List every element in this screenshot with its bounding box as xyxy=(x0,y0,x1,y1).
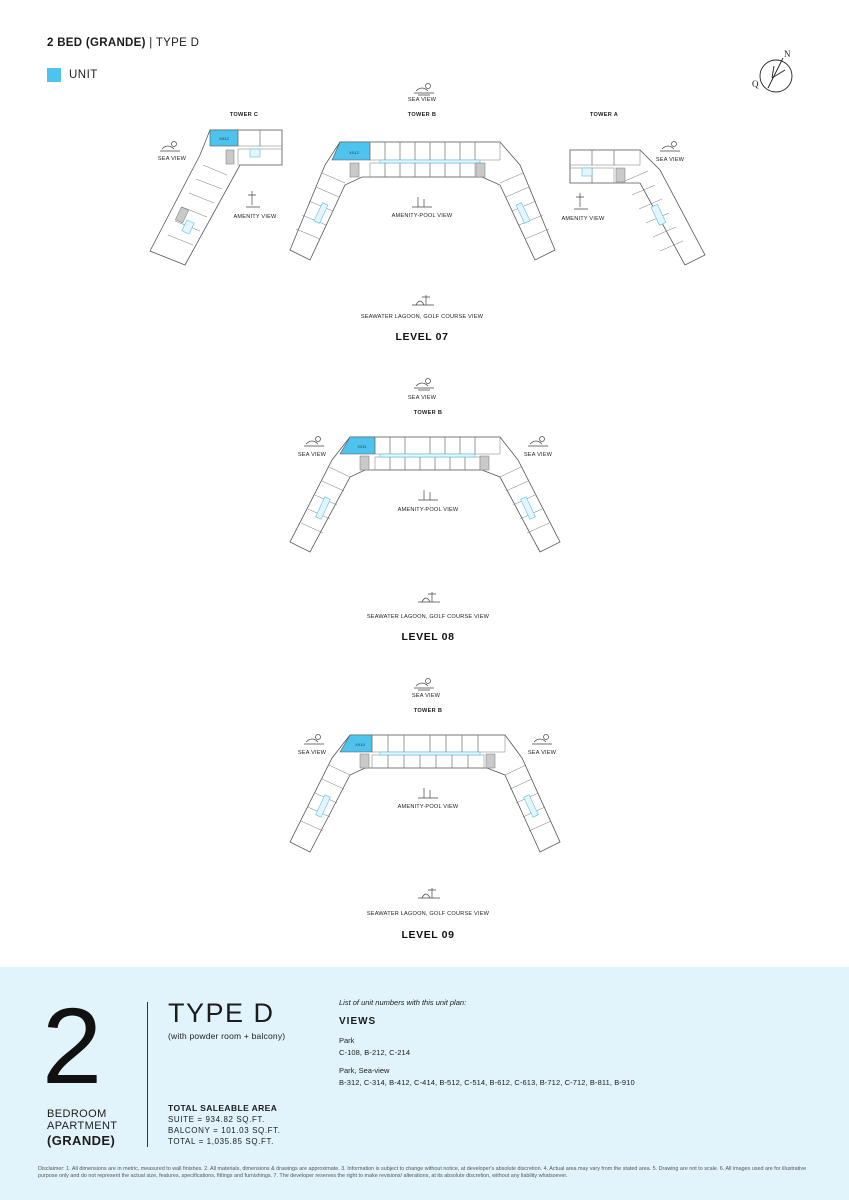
total-area: TOTAL = 1,035.85 SQ.FT. xyxy=(168,1137,274,1146)
l8-b-highlight-label: XX11 xyxy=(357,444,367,449)
views-heading: VIEWS xyxy=(339,1016,377,1027)
sea-view-icon xyxy=(532,734,552,745)
header-separator: | xyxy=(145,37,156,49)
suite-area: SUITE = 934.82 SQ.FT. xyxy=(168,1115,265,1124)
compass-icon: N Q xyxy=(752,49,793,93)
sea-view-icon xyxy=(160,141,180,152)
compass-q: Q xyxy=(752,79,759,89)
sea-view-icon xyxy=(414,83,434,96)
level-07-plan: SEA VIEW TOWER B TOWER C TOWER A XX12 SE… xyxy=(149,83,706,343)
lagoon-icon xyxy=(412,295,434,306)
tower-a-wing xyxy=(569,149,706,266)
l9-side-left: SEA VIEW xyxy=(298,750,327,756)
area-title: TOTAL SALEABLE AREA xyxy=(168,1103,278,1113)
bed-label: 2 BED (GRANDE) xyxy=(47,37,146,49)
type-title: TYPE D xyxy=(168,998,275,1028)
disclaimer: Disclaimer: 1. All dimensions are in met… xyxy=(38,1166,807,1179)
amenity-pool-icon xyxy=(412,197,432,208)
view-units: C-108, B-212, C-214 xyxy=(339,1048,411,1057)
view-title: Park xyxy=(339,1036,355,1045)
summary-panel xyxy=(0,967,849,1200)
bedroom-count: 2 xyxy=(42,985,103,1106)
page-header: 2 BED (GRANDE) | TYPE D xyxy=(47,37,199,49)
l9-b-highlight-label: XX10 xyxy=(355,742,366,747)
level-09-plan: SEA VIEW TOWER B SEA VIEW SEA VIEW XX10 xyxy=(289,678,561,941)
l7-tower-c: TOWER C xyxy=(230,112,258,118)
l9-amenity-pool: AMENITY-POOL VIEW xyxy=(398,804,459,810)
l7-amenity-left: AMENITY VIEW xyxy=(233,214,277,220)
l9-tower-b: TOWER B xyxy=(414,708,442,714)
tower-b-wing: XX10 xyxy=(289,734,561,853)
bedroom-line2: APARTMENT xyxy=(47,1120,118,1132)
l7-level-label: LEVEL 07 xyxy=(395,331,448,343)
l8-tower-b: TOWER B xyxy=(414,410,442,416)
divider xyxy=(147,1002,148,1147)
balcony-area: BALCONY = 101.03 SQ.FT. xyxy=(168,1126,281,1135)
sea-view-icon xyxy=(414,678,434,691)
l8-sea-view: SEA VIEW xyxy=(408,395,437,401)
unit-swatch xyxy=(47,68,61,82)
l7-tower-a: TOWER A xyxy=(590,112,618,118)
legend-unit-label: UNIT xyxy=(69,69,98,81)
bedroom-line1: BEDROOM xyxy=(47,1108,107,1120)
l9-sea-view: SEA VIEW xyxy=(412,693,441,699)
l8-side-right: SEA VIEW xyxy=(524,452,553,458)
sea-view-icon xyxy=(304,436,324,447)
legend: UNIT xyxy=(47,68,98,82)
tower-c-wing: XX12 xyxy=(149,129,283,266)
l7-sea-view: SEA VIEW xyxy=(408,97,437,103)
l8-bottom-view: SEAWATER LAGOON, GOLF COURSE VIEW xyxy=(367,614,490,620)
type-label: TYPE D xyxy=(155,37,200,49)
l8-level-label: LEVEL 08 xyxy=(401,631,454,643)
l7-bottom-view: SEAWATER LAGOON, GOLF COURSE VIEW xyxy=(361,314,484,320)
tower-b-wing: XX12 xyxy=(289,141,556,261)
amenity-icon xyxy=(574,193,588,210)
lagoon-icon xyxy=(418,888,440,899)
l7-side-right: SEA VIEW xyxy=(656,157,685,163)
view-units: B-312, C-314, B-412, C-414, B-512, C-514… xyxy=(339,1078,635,1087)
l7-b-highlight-label: XX12 xyxy=(349,150,360,155)
sea-view-icon xyxy=(528,436,548,447)
lagoon-icon xyxy=(418,592,440,603)
sea-view-icon xyxy=(660,141,680,152)
l9-bottom-view: SEAWATER LAGOON, GOLF COURSE VIEW xyxy=(367,911,490,917)
l7-amenity-right: AMENITY VIEW xyxy=(561,216,605,222)
l9-level-label: LEVEL 09 xyxy=(401,929,454,941)
amenity-pool-icon xyxy=(418,490,438,501)
level-08-plan: SEA VIEW TOWER B SEA VIEW SEA VIEW XX11 xyxy=(289,378,561,643)
l8-amenity-pool: AMENITY-POOL VIEW xyxy=(398,507,459,513)
compass-n: N xyxy=(784,49,791,59)
list-intro: List of unit numbers with this unit plan… xyxy=(339,998,467,1007)
l9-side-right: SEA VIEW xyxy=(528,750,557,756)
grande-label: (GRANDE) xyxy=(47,1133,116,1148)
bedroom-label: BEDROOM APARTMENT xyxy=(47,1108,117,1132)
l7-tower-b: TOWER B xyxy=(408,112,436,118)
l8-side-left: SEA VIEW xyxy=(298,452,327,458)
l7-side-left: SEA VIEW xyxy=(158,156,187,162)
sea-view-icon xyxy=(304,734,324,745)
tower-b-wing: XX11 xyxy=(289,436,561,553)
view-title: Park, Sea-view xyxy=(339,1066,390,1075)
amenity-pool-icon xyxy=(418,788,438,799)
l7-c-highlight-label: XX12 xyxy=(219,136,230,141)
amenity-icon xyxy=(246,191,260,208)
type-subtitle: (with powder room + balcony) xyxy=(168,1031,286,1041)
sea-view-icon xyxy=(414,378,434,391)
l7-amenity-pool: AMENITY-POOL VIEW xyxy=(392,213,453,219)
